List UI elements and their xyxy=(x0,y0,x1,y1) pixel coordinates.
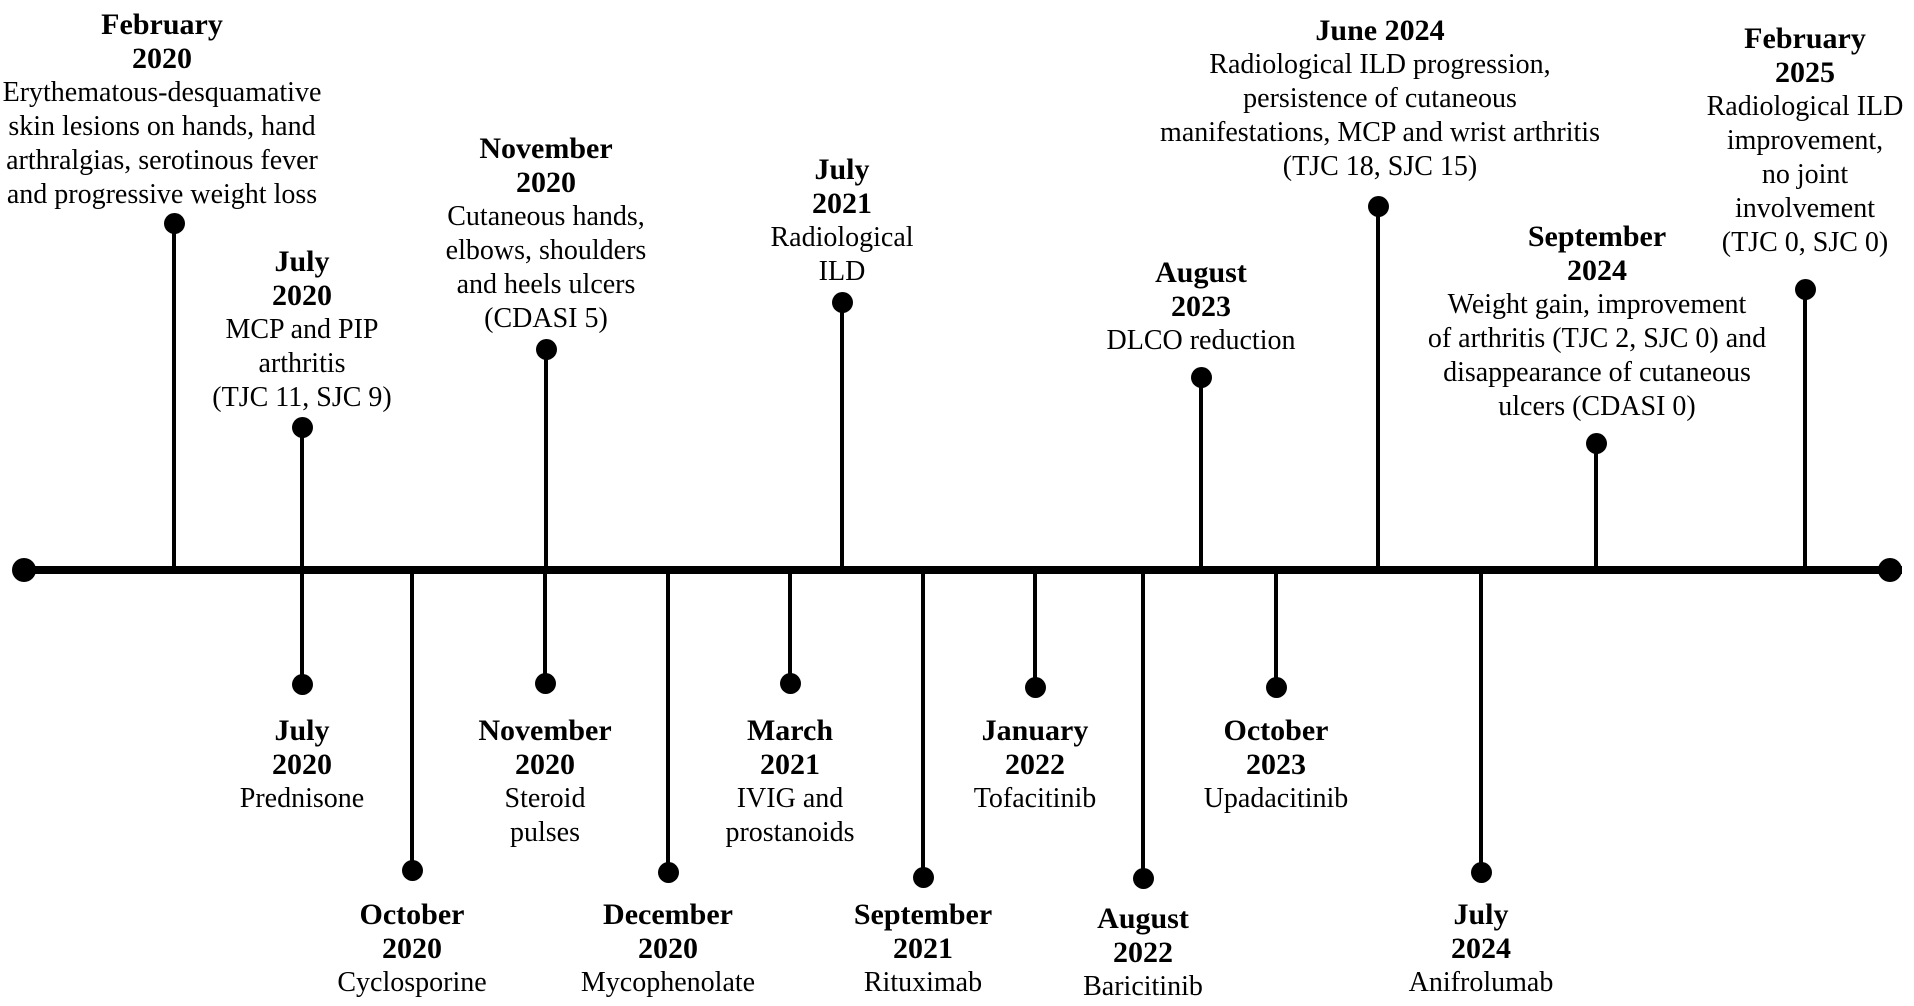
event-dot xyxy=(1794,278,1816,300)
event-date-title: October 2023 xyxy=(1223,714,1329,781)
event-stem xyxy=(788,570,792,683)
event-stem xyxy=(666,570,670,872)
event-dot xyxy=(1470,861,1492,883)
event-description: Radiological ILD progression, persistenc… xyxy=(1160,49,1600,182)
event-stem xyxy=(172,223,176,570)
event-stem xyxy=(300,427,304,570)
event-dot xyxy=(534,672,556,694)
event-stem xyxy=(1803,289,1807,570)
event-date-title: July 2021 xyxy=(811,153,872,220)
event-dot xyxy=(912,866,934,888)
event-date-title: August 2022 xyxy=(1097,902,1189,969)
event-description: Prednisone xyxy=(239,783,365,814)
event-date-title: September 2021 xyxy=(853,898,993,965)
event-date-title: February 2025 xyxy=(1744,22,1866,89)
event-description: Erythematous-desquamative skin lesions o… xyxy=(2,77,322,210)
event-description: Cutaneous hands, elbows, shoulders and h… xyxy=(445,201,647,334)
event-date-title: June 2024 xyxy=(1315,14,1445,47)
event-dot xyxy=(1132,867,1154,889)
event-dot xyxy=(1585,432,1607,454)
event-dot xyxy=(291,673,313,695)
event-description: MCP and PIP arthritis (TJC 11, SJC 9) xyxy=(212,314,392,413)
event-description: Baricitinib xyxy=(1083,971,1203,1002)
event-date-title: September 2024 xyxy=(1527,220,1667,287)
event-stem xyxy=(543,570,547,683)
event-date-title: December 2020 xyxy=(603,898,733,965)
event-stem xyxy=(1594,443,1598,570)
event-dot xyxy=(779,672,801,694)
event-dot xyxy=(1367,195,1389,217)
event-stem xyxy=(544,349,548,570)
event-description: Cyclosporine xyxy=(337,967,487,998)
event-description: Anifrolumab xyxy=(1408,967,1554,998)
event-stem xyxy=(1479,570,1483,872)
event-stem xyxy=(1141,570,1145,878)
event-date-title: July 2020 xyxy=(272,245,332,312)
timeline-axis xyxy=(14,566,1902,574)
event-description: Radiological ILD xyxy=(770,222,914,287)
event-stem xyxy=(300,570,304,684)
event-dot xyxy=(657,861,679,883)
event-date-title: November 2020 xyxy=(479,132,613,199)
event-stem xyxy=(1274,570,1278,687)
event-dot xyxy=(1265,676,1287,698)
axis-end-dot xyxy=(1878,558,1902,582)
event-stem xyxy=(1033,570,1037,687)
event-dot xyxy=(831,291,853,313)
event-dot xyxy=(291,416,313,438)
event-stem xyxy=(410,570,414,870)
event-dot xyxy=(401,859,423,881)
event-stem xyxy=(840,302,844,570)
event-description: Radiological ILD improvement, no joint i… xyxy=(1706,91,1904,258)
event-stem xyxy=(921,570,925,877)
event-date-title: January 2022 xyxy=(981,714,1089,781)
event-date-title: August 2023 xyxy=(1155,256,1247,323)
event-description: IVIG and prostanoids xyxy=(725,783,855,848)
event-stem xyxy=(1199,377,1203,570)
event-date-title: February 2020 xyxy=(101,8,223,75)
event-date-title: July 2024 xyxy=(1450,898,1511,965)
event-description: Mycophenolate xyxy=(580,967,756,998)
event-description: Upadacitinib xyxy=(1203,783,1349,814)
event-stem xyxy=(1376,206,1380,570)
event-date-title: March 2021 xyxy=(746,714,834,781)
event-description: Tofacitinib xyxy=(973,783,1097,814)
event-dot xyxy=(1190,366,1212,388)
event-dot xyxy=(1024,676,1046,698)
event-dot xyxy=(535,338,557,360)
event-date-title: July 2020 xyxy=(272,714,332,781)
axis-start-dot xyxy=(12,558,36,582)
event-description: Weight gain, improvement of arthritis (T… xyxy=(1427,289,1767,422)
event-date-title: October 2020 xyxy=(359,898,465,965)
event-description: Steroid pulses xyxy=(504,783,586,848)
event-dot xyxy=(163,212,185,234)
event-description: Rituximab xyxy=(863,967,983,998)
event-date-title: November 2020 xyxy=(478,714,612,781)
event-description: DLCO reduction xyxy=(1106,325,1296,356)
